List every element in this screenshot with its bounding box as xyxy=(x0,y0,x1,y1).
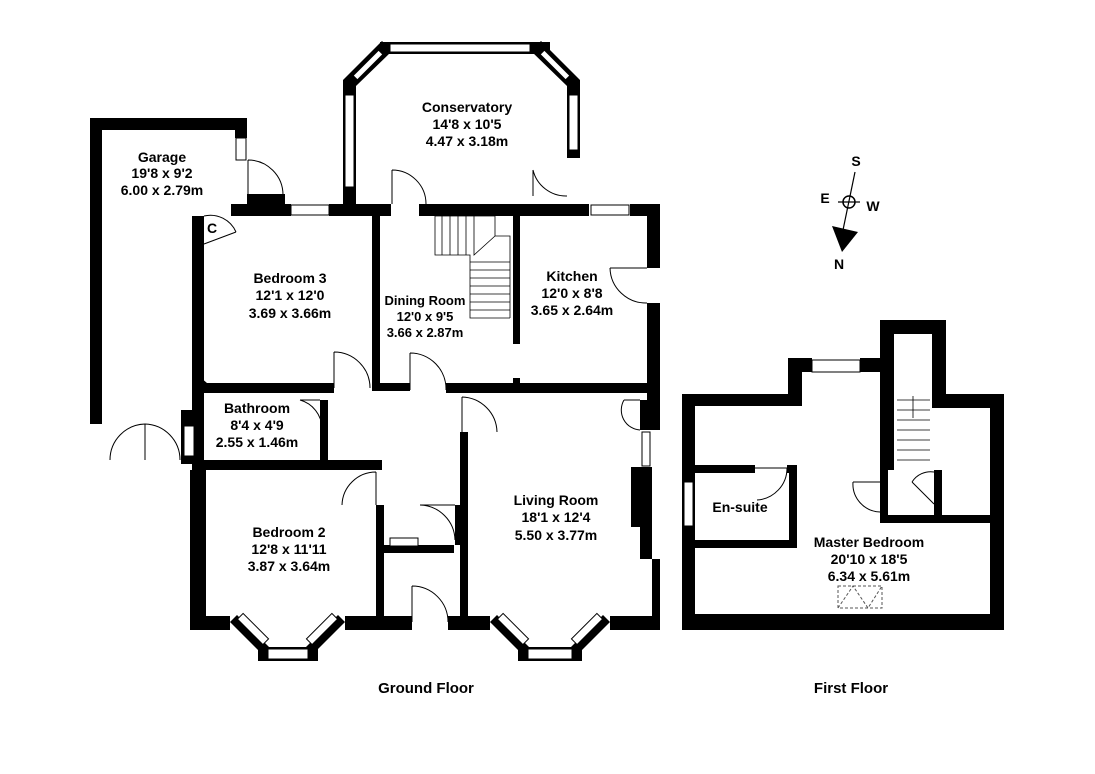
conservatory-corners xyxy=(343,41,580,188)
compass-s: S xyxy=(851,153,860,169)
ensuite-name: En-suite xyxy=(712,499,767,515)
bedroom3-metric: 3.69 x 3.66m xyxy=(249,305,332,321)
dining-name: Dining Room xyxy=(385,293,466,308)
dining-imperial: 12'0 x 9'5 xyxy=(397,309,454,324)
ground-floor-doors xyxy=(109,159,648,623)
kitchen-metric: 3.65 x 2.64m xyxy=(531,302,614,318)
bedroom2-metric: 3.87 x 3.64m xyxy=(248,558,331,574)
ground-floor-walls xyxy=(90,42,660,630)
cupboard-label-bedroom3: C xyxy=(207,220,217,236)
kitchen-name: Kitchen xyxy=(546,268,597,284)
first-floor-doors xyxy=(755,467,935,513)
dining-metric: 3.66 x 2.87m xyxy=(387,325,464,340)
first-floor-windows xyxy=(683,359,861,527)
north-arrow-icon xyxy=(832,226,858,252)
first-floor-loft-hatch xyxy=(837,585,883,609)
conservatory-metric: 4.47 x 3.18m xyxy=(426,133,509,149)
compass: S E W N xyxy=(820,153,880,272)
bathroom-name: Bathroom xyxy=(224,400,290,416)
conservatory-imperial: 14'8 x 10'5 xyxy=(433,116,502,132)
cupboard-label-living: C xyxy=(644,407,654,423)
conservatory-name: Conservatory xyxy=(422,99,512,115)
living-metric: 5.50 x 3.77m xyxy=(515,527,598,543)
bedroom2-name: Bedroom 2 xyxy=(252,524,325,540)
first-floor-stairs xyxy=(897,396,930,461)
master-name: Master Bedroom xyxy=(814,534,924,550)
bathroom-imperial: 8'4 x 4'9 xyxy=(230,417,284,433)
ground-floor-label: Ground Floor xyxy=(378,680,474,697)
garage-name: Garage xyxy=(138,149,186,165)
living-imperial: 18'1 x 12'4 xyxy=(522,509,591,525)
kitchen-imperial: 12'0 x 8'8 xyxy=(541,285,602,301)
ground-floor-stairs xyxy=(434,215,511,319)
room-labels: Garage 19'8 x 9'2 6.00 x 2.79m Conservat… xyxy=(121,99,924,697)
compass-n: N xyxy=(834,256,844,272)
bathroom-metric: 2.55 x 1.46m xyxy=(216,434,299,450)
garage-imperial: 19'8 x 9'2 xyxy=(131,165,192,181)
compass-w: W xyxy=(866,198,880,214)
master-imperial: 20'10 x 18'5 xyxy=(831,551,908,567)
bedroom3-name: Bedroom 3 xyxy=(253,270,326,286)
garage-metric: 6.00 x 2.79m xyxy=(121,182,204,198)
ground-floor-windows xyxy=(183,137,651,661)
master-metric: 6.34 x 5.61m xyxy=(828,568,911,584)
living-name: Living Room xyxy=(514,492,599,508)
bedroom2-imperial: 12'8 x 11'11 xyxy=(251,541,326,557)
first-floor-label: First Floor xyxy=(814,680,888,697)
compass-e: E xyxy=(820,190,829,206)
bedroom3-imperial: 12'1 x 12'0 xyxy=(256,287,325,303)
